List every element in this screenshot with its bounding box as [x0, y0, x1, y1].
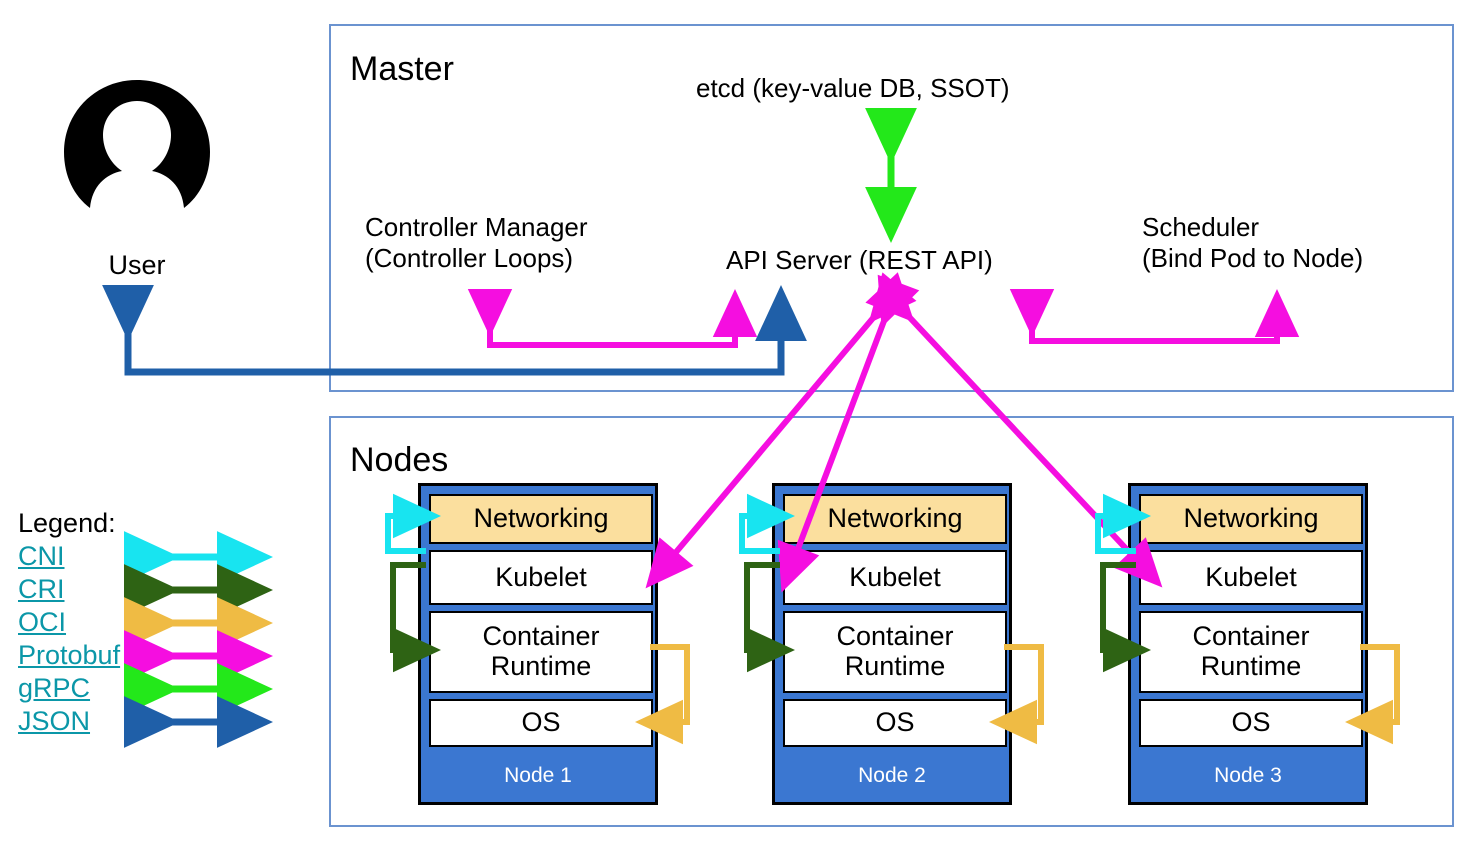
etcd-box[interactable]: etcd (key-value DB, SSOT): [678, 48, 1110, 128]
connector-cni-node2: [739, 493, 795, 554]
node-layer-os[interactable]: OS: [783, 699, 1007, 747]
legend-link-protobuf[interactable]: Protobuf: [18, 640, 121, 670]
node-layer-kubelet-label: Kubelet: [495, 561, 587, 592]
node-name-label: Node 1: [504, 764, 572, 787]
node-layer-os[interactable]: OS: [1139, 699, 1363, 747]
controller-manager-label: Controller Manager (Controller Loops): [365, 212, 588, 273]
connector-protobuf-apiserver-node2: [777, 274, 920, 593]
master-group-title: Master: [350, 50, 454, 88]
node-layer-os-label: OS: [1231, 707, 1271, 738]
nodes-group-title: Nodes: [350, 441, 449, 479]
node-layer-container-runtime[interactable]: Container Runtime: [429, 611, 653, 693]
legend: Legend: CNI CRI OCI Protobuf gRPC JSON: [18, 508, 120, 739]
legend-link-cni[interactable]: CNI: [18, 541, 65, 571]
scheduler-box[interactable]: Scheduler (Bind Pod to Node): [1124, 188, 1440, 298]
legend-row-json: JSON: [18, 706, 116, 739]
node-layer-os[interactable]: OS: [429, 699, 653, 747]
legend-title: Legend:: [18, 508, 116, 538]
connector-cri-node3: [1100, 562, 1151, 673]
connector-cri-node2: [744, 562, 795, 673]
node-layer-kubelet[interactable]: Kubelet: [429, 550, 653, 605]
legend-row-grpc: gRPC: [18, 673, 116, 706]
node-layer-container-runtime[interactable]: Container Runtime: [783, 611, 1007, 693]
legend-link-grpc[interactable]: gRPC: [18, 673, 91, 703]
node-layer-os-label: OS: [521, 707, 561, 738]
connector-protobuf-apiserver-node3: [865, 272, 1163, 588]
node-layer-container-runtime-label: Container Runtime: [482, 621, 600, 681]
etcd-label: etcd (key-value DB, SSOT): [696, 72, 1010, 103]
controller-manager-box[interactable]: Controller Manager (Controller Loops): [347, 188, 660, 298]
user-avatar-icon: [62, 78, 212, 223]
legend-row-cni: CNI: [18, 541, 116, 574]
user-label: User: [108, 250, 166, 280]
connector-cni-node1: [385, 493, 441, 554]
legend-row-oci: OCI: [18, 607, 116, 640]
node-card[interactable]: Networking Kubelet Container Runtime OS …: [1128, 483, 1368, 805]
connector-cri-node1: [390, 562, 441, 673]
legend-row-protobuf: Protobuf: [18, 640, 120, 673]
connector-protobuf-scheduler-apiserver: [1009, 289, 1300, 344]
node-name-label: Node 3: [1214, 764, 1282, 787]
legend-link-json[interactable]: JSON: [18, 706, 91, 736]
node-layer-container-runtime[interactable]: Container Runtime: [1139, 611, 1363, 693]
connector-oci-node1: [635, 644, 690, 745]
node-layer-networking-label: Networking: [473, 503, 609, 534]
legend-row-cri: CRI: [18, 574, 116, 607]
legend-link-cri[interactable]: CRI: [18, 574, 65, 604]
scheduler-label: Scheduler (Bind Pod to Node): [1142, 212, 1364, 273]
node-layer-networking[interactable]: Networking: [1139, 494, 1363, 544]
node-name-label: Node 2: [858, 764, 926, 787]
node-layer-kubelet-label: Kubelet: [1205, 561, 1297, 592]
node-layer-os-label: OS: [875, 707, 915, 738]
connector-cni-node3: [1095, 493, 1151, 554]
connector-oci-node3: [1345, 644, 1400, 745]
api-server-label: API Server (REST API): [726, 244, 993, 275]
connector-protobuf-controllermanager-apiserver: [467, 289, 758, 348]
node-layer-container-runtime-label: Container Runtime: [1192, 621, 1310, 681]
legend-link-oci[interactable]: OCI: [18, 607, 67, 637]
node-layer-networking-label: Networking: [1183, 503, 1319, 534]
node-layer-container-runtime-label: Container Runtime: [836, 621, 954, 681]
connector-oci-node2: [989, 644, 1044, 745]
node-layer-kubelet[interactable]: Kubelet: [1139, 550, 1363, 605]
node-layer-networking[interactable]: Networking: [429, 494, 653, 544]
